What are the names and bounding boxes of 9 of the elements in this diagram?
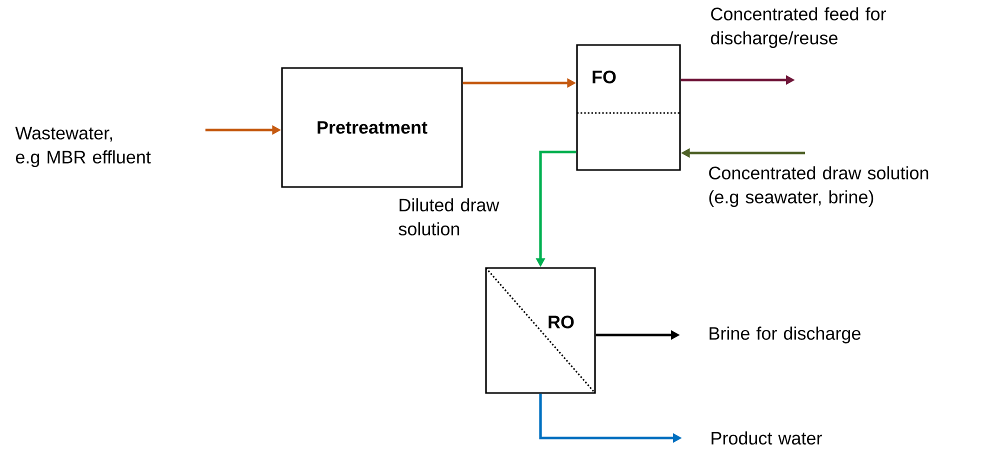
stream-label: Brine for discharge: [710, 326, 860, 344]
edge-label: Diluted draw solution: [398, 198, 500, 236]
stream-label: Wastewater, e.g MBR effluent: [15, 126, 151, 168]
stream-label: Product water: [712, 431, 822, 445]
process-box: FO: [576, 44, 681, 171]
stream-label: Concentrated draw solution (e.g seawater, brine): [709, 166, 928, 207]
stream-label: Concentrated feed for discharge/reuse: [710, 7, 886, 48]
process-box: Pretreatment: [281, 67, 463, 188]
process-box: RO: [485, 267, 596, 394]
